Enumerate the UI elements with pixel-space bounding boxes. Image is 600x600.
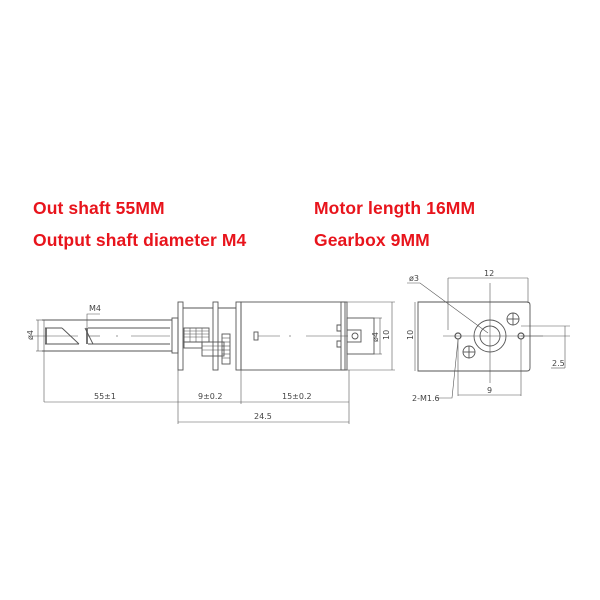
label-offset: 2.5 (552, 359, 565, 368)
spec-out-shaft: Out shaft 55MM (33, 198, 165, 218)
label-body-height: 10 (382, 330, 391, 340)
outer-boss-circle (473, 319, 507, 353)
label-mount-holes: 2-M1.6 (412, 394, 440, 403)
end-view (407, 277, 570, 399)
screw-icon (506, 312, 520, 326)
motor-body (240, 301, 375, 371)
output-shaft (30, 319, 172, 352)
label-rear-boss-diameter: ø4 (371, 332, 380, 342)
shaft-hole-circle (479, 325, 501, 347)
label-dim-total: 24.5 (254, 412, 272, 421)
label-dim-motor: 15±0.2 (282, 392, 312, 401)
screw-icon (462, 345, 476, 359)
spec-motor-length: Motor length 16MM (314, 198, 476, 218)
label-width: 12 (484, 269, 494, 278)
label-height: 10 (406, 330, 415, 340)
gearbox (177, 301, 242, 371)
side-view (30, 301, 395, 424)
spec-output-shaft-diameter: Output shaft diameter M4 (33, 230, 247, 250)
label-hole-spacing: 9 (487, 386, 492, 395)
label-dim-gearbox: 9±0.2 (198, 392, 223, 401)
end-plate-outline (417, 301, 531, 372)
label-shaft-diameter: ø4 (26, 330, 35, 340)
label-dim-shaft: 55±1 (94, 392, 116, 401)
label-hole-diameter: ø3 (409, 274, 419, 283)
spec-gearbox: Gearbox 9MM (314, 230, 430, 250)
shaft-bearing (171, 317, 179, 354)
label-thread: M4 (89, 304, 101, 313)
